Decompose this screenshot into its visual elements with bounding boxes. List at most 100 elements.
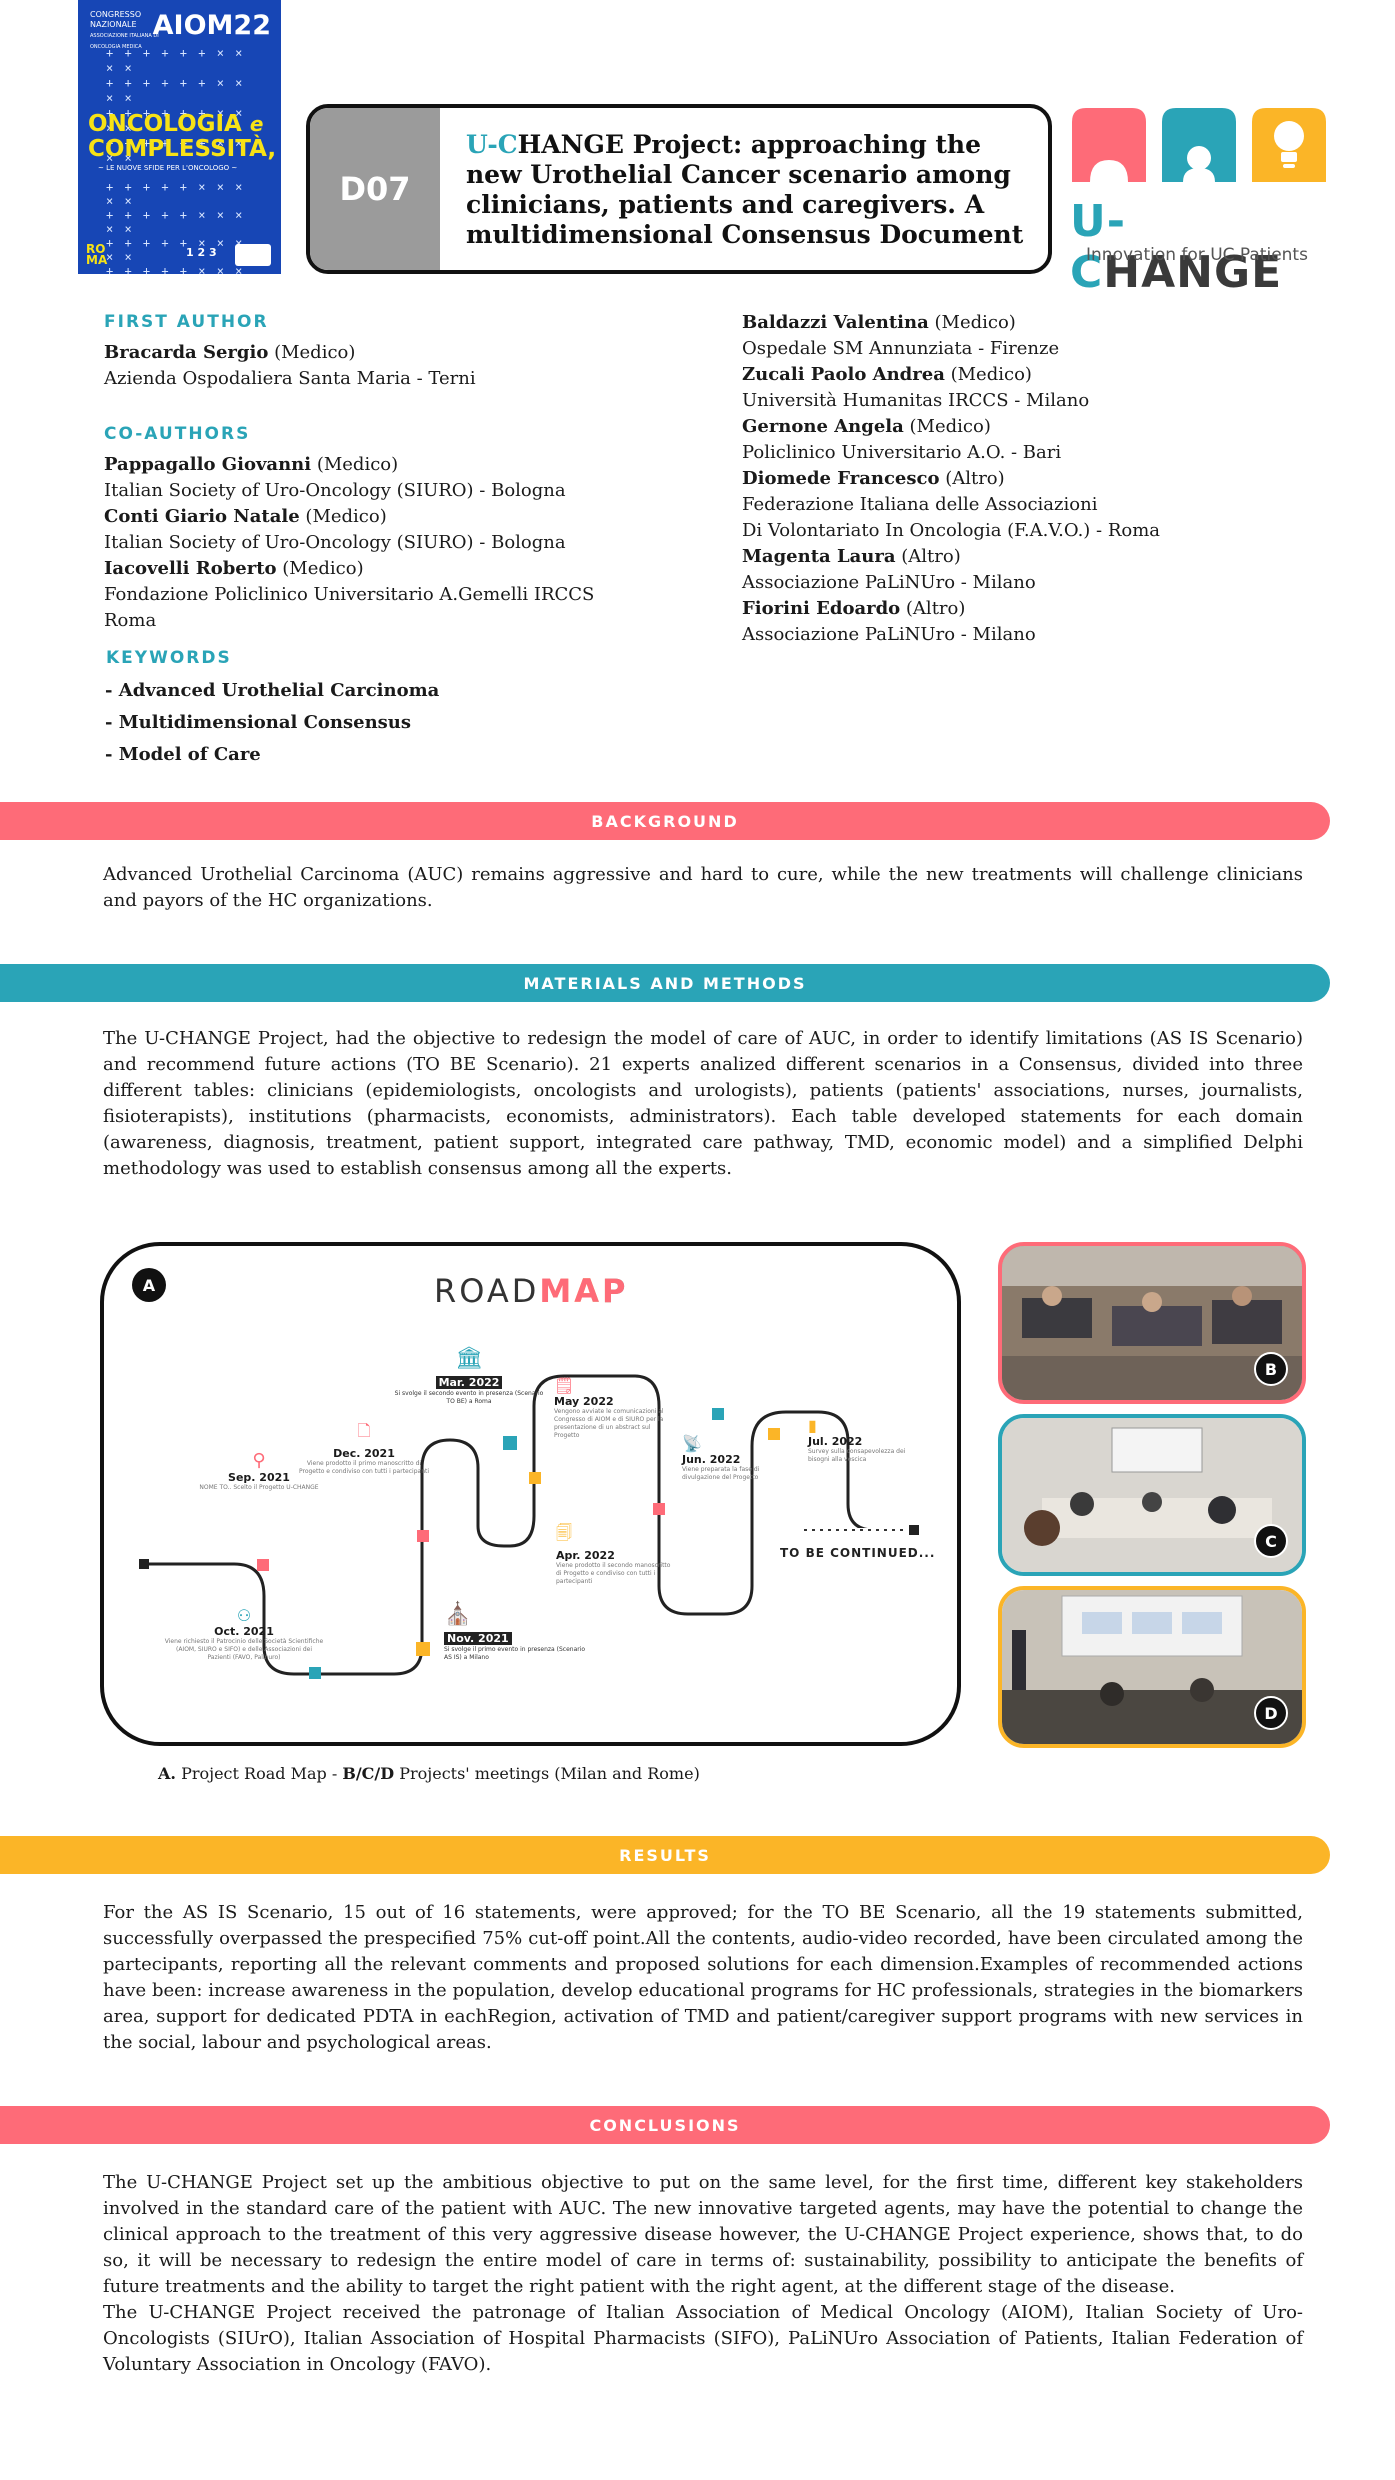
sponsor-badge-icon xyxy=(235,244,271,266)
milestone: ⚲ Sep. 2021 NOME TO.. Scelto il Progetto… xyxy=(184,1450,334,1492)
title-rest: HANGE Project: approaching the new Uroth… xyxy=(466,130,1024,249)
milestone: ⛪ Nov. 2021 Si svolge il primo evento in… xyxy=(444,1602,594,1662)
roadmap-continued: TO BE CONTINUED... xyxy=(780,1546,936,1560)
first-author-affiliation: Azienda Ospodaliera Santa Maria - Terni xyxy=(104,368,476,389)
coauthor-affiliation: Ospedale SM Annunziata - Firenze xyxy=(742,338,1060,359)
milestone-desc: Si svolge il primo evento in presenza (S… xyxy=(444,1646,586,1661)
keyword-item: - Advanced Urothelial Carcinoma xyxy=(105,680,440,701)
conference-title: ONCOLOGIA e COMPLESSITÀ, xyxy=(88,111,277,162)
methods-text: The U-CHANGE Project, had the objective … xyxy=(103,1028,1303,1179)
city-line1: RO xyxy=(86,242,106,256)
coauthor-line: Zucali Paolo Andrea (Medico) xyxy=(742,362,1342,388)
coauthor-role: (Medico) xyxy=(928,312,1016,333)
coauthor-role: (Medico) xyxy=(276,558,364,579)
coauthor-name: Zucali Paolo Andrea xyxy=(742,364,945,385)
coauthor-role: (Medico) xyxy=(299,506,387,527)
logo-word-part2: HANGE xyxy=(1103,247,1283,298)
coauthor-line: Fiorini Edoardo (Altro) xyxy=(742,596,1342,622)
conference-title-line1: ONCOLOGIA xyxy=(88,111,242,137)
background-band: BACKGROUND xyxy=(0,802,1330,840)
poster-code: D07 xyxy=(310,108,440,270)
coauthor-affiliation: Federazione Italiana delle Associazioni xyxy=(742,494,1098,515)
milestone-desc: NOME TO.. Scelto il Progetto U-CHANGE xyxy=(199,1484,319,1491)
caption-a-text: Project Road Map - xyxy=(175,1764,343,1783)
milestone: 🗋 Dec. 2021 Viene prodotto il primo mano… xyxy=(294,1420,434,1476)
coauthor-affiliation: Italian Society of Uro-Oncology (SIURO) … xyxy=(104,480,566,501)
coauthor-affiliation: Fondazione Policlinico Universitario A.G… xyxy=(104,584,595,605)
conclusions-paragraph-1: The U-CHANGE Project set up the ambitiou… xyxy=(103,2172,1303,2297)
conference-title-line2: COMPLESSITÀ, xyxy=(88,136,277,162)
first-author-label: FIRST AUTHOR xyxy=(104,312,269,332)
coauthor-role: (Altro) xyxy=(900,598,966,619)
milestone-desc: Viene prodotto il secondo manoscritto di… xyxy=(556,1562,671,1585)
logo-word-part1: U-C xyxy=(1070,196,1126,298)
coauthor-name: Magenta Laura xyxy=(742,546,896,567)
document-icon: 🗋 xyxy=(357,1421,371,1440)
conclusions-paragraph-2: The U-CHANGE Project received the patron… xyxy=(103,2302,1303,2375)
figure-caption: A. Project Road Map - B/C/D Projects' me… xyxy=(158,1764,700,1783)
coauthor-role: (Altro) xyxy=(895,546,961,567)
milestone-desc: Viene richiesto il Patrocinio delle Soci… xyxy=(164,1638,324,1661)
roadmap-label: A xyxy=(132,1268,166,1302)
first-author-block: Bracarda Sergio (Medico) Azienda Ospodal… xyxy=(104,340,664,392)
coauthor-name: Iacovelli Roberto xyxy=(104,558,277,579)
keywords-label: KEYWORDS xyxy=(106,648,232,668)
photo-label-b: B xyxy=(1254,1352,1288,1386)
city-line2: MA xyxy=(86,253,108,267)
caption-bcd: B/C/D xyxy=(342,1764,395,1783)
milestone-date: Jul. 2022 xyxy=(808,1435,863,1448)
meeting-photo-c: C xyxy=(998,1414,1306,1576)
coauthor-role: (Medico) xyxy=(944,364,1032,385)
results-text: For the AS IS Scenario, 15 out of 16 sta… xyxy=(103,1902,1303,2053)
coauthor-name: Baldazzi Valentina xyxy=(742,312,929,333)
project-logo-word: U-CHANGE xyxy=(1070,196,1330,298)
coauthor-affiliation: Policlinico Universitario A.O. - Bari xyxy=(742,442,1062,463)
milestone-date: Dec. 2021 xyxy=(333,1447,395,1460)
milestone: ▮ Jul. 2022 Survey sulla consapevolezza … xyxy=(808,1416,918,1464)
people-icon: ⚇ xyxy=(236,1606,252,1625)
caption-a: A. xyxy=(158,1764,176,1783)
milestone-desc: Viene preparata la fase di divulgazione … xyxy=(682,1466,760,1481)
coauthors-left-block: Pappagallo Giovanni (Medico) Italian Soc… xyxy=(104,452,664,634)
cross-pattern-icon: + + + + + + × × × ×+ + + + + + × × × ×+ … xyxy=(106,46,245,165)
milestone-desc: Vengono avviate le comunicazioni al Cong… xyxy=(554,1408,664,1439)
meeting-photo-d-image xyxy=(1002,1590,1302,1744)
coauthor-name: Pappagallo Giovanni xyxy=(104,454,312,475)
milestone-date: Jun. 2022 xyxy=(682,1453,741,1466)
meeting-photo-c-image xyxy=(1002,1418,1302,1572)
conference-dates: 1 2 3 xyxy=(186,246,217,259)
milestone-desc: Si svolge il secondo evento in presenza … xyxy=(394,1390,544,1405)
photo-label-c: C xyxy=(1254,1524,1288,1558)
documents-icon: 🗐 xyxy=(556,1523,572,1542)
project-tagline: Innovation for UC Patients xyxy=(1086,245,1308,265)
results-band: RESULTS xyxy=(0,1836,1330,1874)
milestone-date: Mar. 2022 xyxy=(435,1376,503,1389)
broadcast-icon: 📡 xyxy=(682,1434,702,1453)
first-author-role: (Medico) xyxy=(268,342,356,363)
coauthor-line: Pappagallo Giovanni (Medico) xyxy=(104,452,664,478)
photo-label-d: D xyxy=(1254,1696,1288,1730)
coauthor-affiliation: Italian Society of Uro-Oncology (SIURO) … xyxy=(104,532,566,553)
roadmap-figure: A ROADMAP ⚲ Sep. 2021 NOME TO.. Scelto i… xyxy=(100,1242,961,1746)
roadmap-path xyxy=(139,1374,919,1679)
coauthor-role: (Medico) xyxy=(311,454,399,475)
coauthor-affiliation: Università Humanitas IRCCS - Milano xyxy=(742,390,1090,411)
milestone: 🗒 May 2022 Vengono avviate le comunicazi… xyxy=(554,1376,674,1440)
bar-chart-icon: ▮ xyxy=(808,1416,817,1435)
coauthor-name: Gernone Angela xyxy=(742,416,904,437)
conference-label: CONGRESSO NAZIONALE xyxy=(90,10,142,29)
milestone-date: Nov. 2021 xyxy=(444,1632,512,1645)
coauthor-affiliation-2: Di Volontariato In Oncologia (F.A.V.O.) … xyxy=(742,520,1161,541)
milestone: ⚇ Oct. 2021 Viene richiesto il Patrocini… xyxy=(164,1606,324,1662)
poster-title: U-CHANGE Project: approaching the new Ur… xyxy=(466,130,1036,250)
coauthors-label: CO-AUTHORS xyxy=(104,424,251,444)
milestone-date: Sep. 2021 xyxy=(228,1471,290,1484)
keyword-item: - Model of Care xyxy=(105,744,261,765)
cross-pattern-icon: + + + + + × × × × ×+ + + + + × × × × ×+ … xyxy=(106,180,245,274)
clipboard-icon: 🗒 xyxy=(554,1376,575,1395)
coauthor-line: Conti Giario Natale (Medico) xyxy=(104,504,664,530)
conference-subtitle: ~ LE NUOVE SFIDE PER L'ONCOLOGO ~ xyxy=(98,164,238,172)
title-highlight: U-C xyxy=(466,130,518,159)
roadmap-title: ROADMAP xyxy=(434,1272,628,1310)
meeting-photo-b: B xyxy=(998,1242,1306,1404)
